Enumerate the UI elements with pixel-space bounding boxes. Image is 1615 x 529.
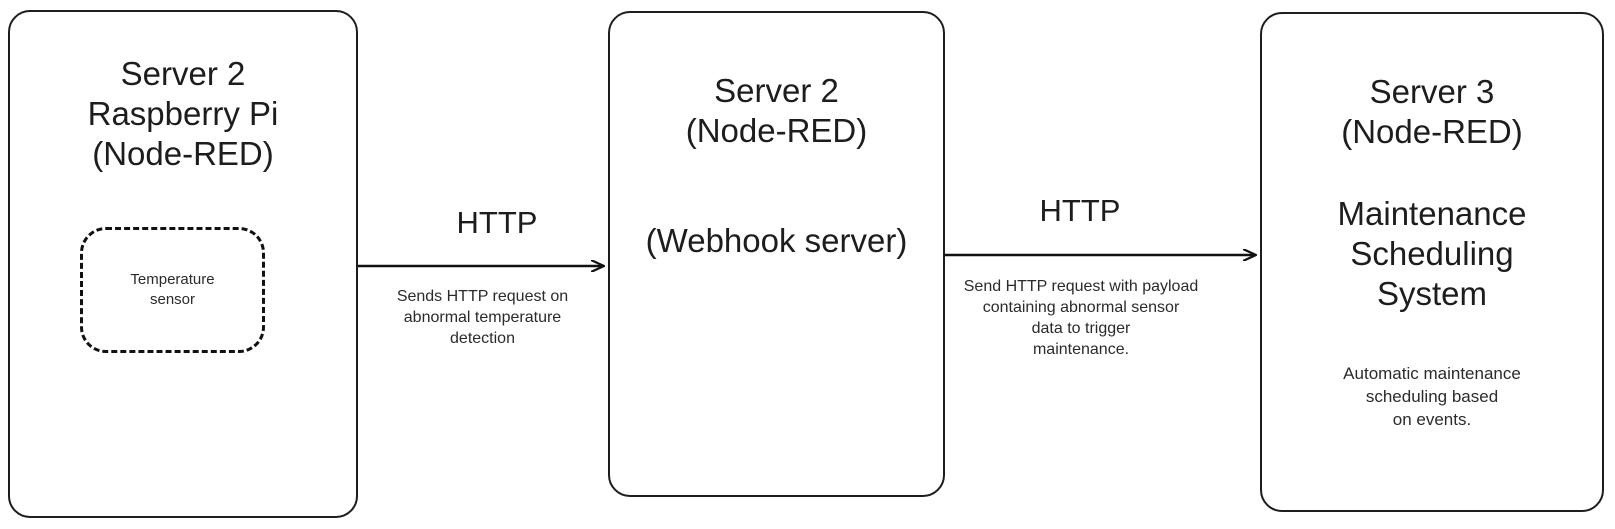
node-webhook-server-title: Server 2 (Node-RED) [685, 72, 868, 149]
node-maintenance-system[interactable]: Server 3 (Node-RED) Maintenance Scheduli… [1260, 12, 1604, 512]
edge-webhook-to-maintenance-description: Send HTTP request with payload containin… [963, 278, 1199, 358]
node-webhook-server[interactable]: Server 2 (Node-RED) (Webhook server) [608, 11, 945, 497]
node-raspberry-pi-title: Server 2 Raspberry Pi (Node-RED) [87, 55, 279, 172]
node-maintenance-system-subtitle: Maintenance Scheduling System [1337, 195, 1527, 312]
temperature-sensor-label: Temperature sensor [130, 271, 215, 308]
node-maintenance-system-note: Automatic maintenance scheduling based o… [1343, 364, 1521, 429]
temperature-sensor-box[interactable]: Temperature sensor [80, 227, 265, 353]
node-maintenance-system-title: Server 3 (Node-RED) [1341, 73, 1523, 150]
node-webhook-server-subtitle: (Webhook server) [645, 222, 908, 259]
edge-pi-to-webhook-description: Sends HTTP request on abnormal temperatu… [396, 288, 569, 347]
edge-pi-to-webhook-protocol-label: HTTP [456, 205, 538, 240]
edge-webhook-to-maintenance-protocol-label: HTTP [1039, 193, 1121, 228]
node-raspberry-pi[interactable]: Server 2 Raspberry Pi (Node-RED) Tempera… [8, 10, 358, 518]
